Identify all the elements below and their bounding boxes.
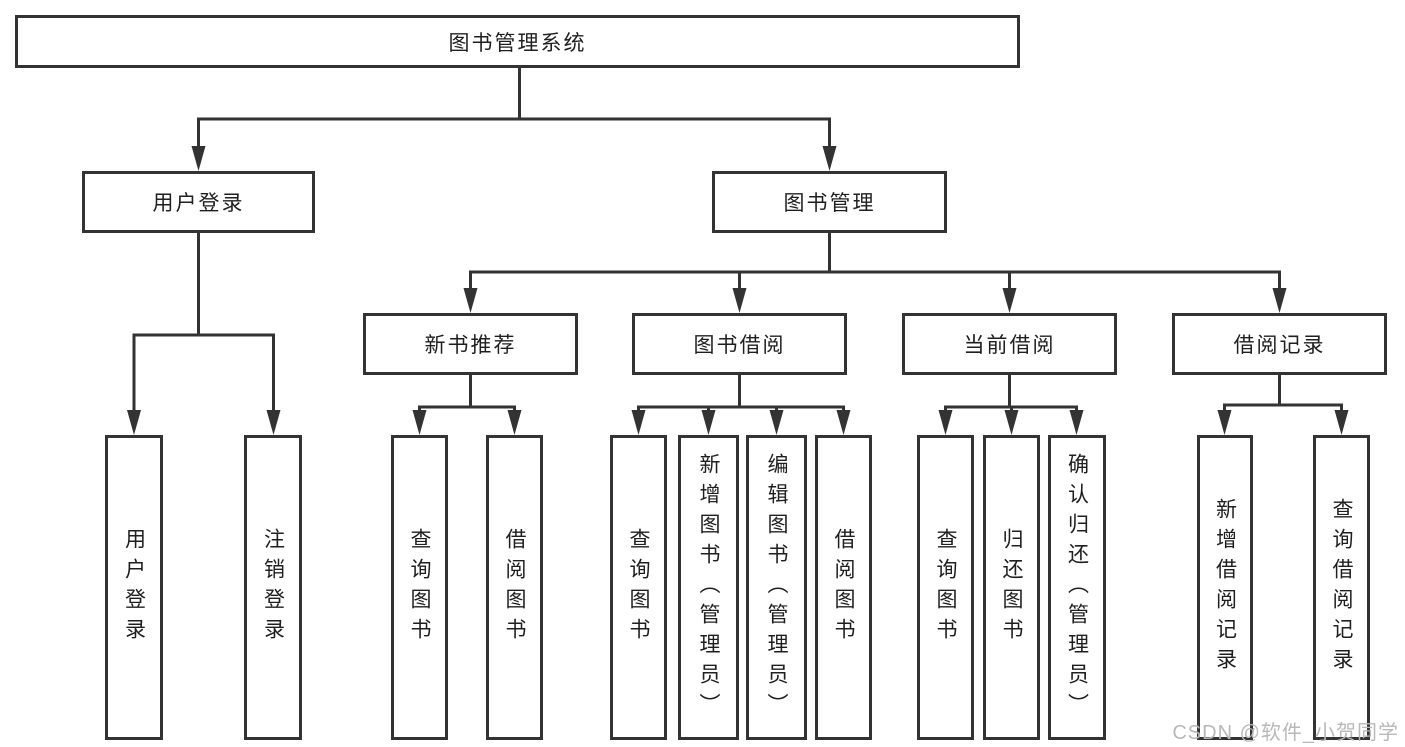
leaf-borrow-book-rec-label: 借阅图书 xyxy=(503,527,526,648)
leaf-edit-book-admin: 编辑图书（管理员） xyxy=(746,435,807,740)
connector-book-mgmt xyxy=(469,231,1281,302)
leaf-query-book-current: 查询图书 xyxy=(917,435,974,740)
node-root-label: 图书管理系统 xyxy=(448,31,587,55)
connector-user-login xyxy=(132,231,275,424)
leaf-query-book-borrow-label: 查询图书 xyxy=(627,527,650,648)
node-new-book-rec: 新书推荐 xyxy=(363,313,578,375)
leaf-confirm-return-admin-label: 确认归还（管理员） xyxy=(1065,452,1089,723)
leaf-add-borrow-record: 新增借阅记录 xyxy=(1197,435,1253,740)
node-borrow-records: 借阅记录 xyxy=(1172,313,1387,375)
leaf-add-borrow-record-label: 新增借阅记录 xyxy=(1213,497,1237,678)
leaf-return-book-label: 归还图书 xyxy=(1000,527,1023,648)
connector-new-book-rec xyxy=(418,373,516,424)
node-book-borrow-label: 图书借阅 xyxy=(693,334,786,357)
leaf-query-book-borrow: 查询图书 xyxy=(610,435,667,740)
arrowheads xyxy=(127,146,1349,435)
leaf-logout: 注销登录 xyxy=(244,435,302,740)
leaf-return-book: 归还图书 xyxy=(983,435,1040,740)
leaf-borrow-book-rec: 借阅图书 xyxy=(486,435,543,740)
leaf-borrow-book-label: 借阅图书 xyxy=(832,527,855,648)
node-book-mgmt-branch-label: 图书管理 xyxy=(783,192,876,215)
node-user-login-branch: 用户登录 xyxy=(82,171,315,233)
leaf-query-borrow-record: 查询借阅记录 xyxy=(1313,435,1370,740)
connector-book-borrow xyxy=(637,373,845,424)
leaf-confirm-return-admin: 确认归还（管理员） xyxy=(1048,435,1106,740)
leaf-edit-book-admin-label: 编辑图书（管理员） xyxy=(765,452,788,723)
leaf-query-book-rec: 查询图书 xyxy=(391,435,448,740)
watermark-text: CSDN @软件_小贺同学 xyxy=(1172,722,1399,744)
node-current-borrow: 当前借阅 xyxy=(902,313,1117,375)
node-current-borrow-label: 当前借阅 xyxy=(963,334,1056,357)
connector-root xyxy=(197,66,831,160)
leaf-logout-label: 注销登录 xyxy=(261,527,285,648)
leaf-user-login-label: 用户登录 xyxy=(122,527,146,648)
leaf-query-book-rec-label: 查询图书 xyxy=(408,527,431,648)
leaf-add-book-admin: 新增图书（管理员） xyxy=(678,435,739,740)
node-root: 图书管理系统 xyxy=(15,15,1020,68)
leaf-user-login: 用户登录 xyxy=(105,435,163,740)
leaf-query-book-current-label: 查询图书 xyxy=(934,527,957,648)
leaf-query-borrow-record-label: 查询借阅记录 xyxy=(1330,497,1353,678)
node-user-login-branch-label: 用户登录 xyxy=(152,192,245,215)
node-book-mgmt-branch: 图书管理 xyxy=(712,171,947,233)
leaf-add-book-admin-label: 新增图书（管理员） xyxy=(697,452,720,723)
leaf-borrow-book: 借阅图书 xyxy=(815,435,872,740)
connector-borrow-records xyxy=(1223,373,1343,424)
node-book-borrow: 图书借阅 xyxy=(632,313,847,375)
node-borrow-records-label: 借阅记录 xyxy=(1233,334,1326,357)
node-new-book-rec-label: 新书推荐 xyxy=(424,334,517,357)
